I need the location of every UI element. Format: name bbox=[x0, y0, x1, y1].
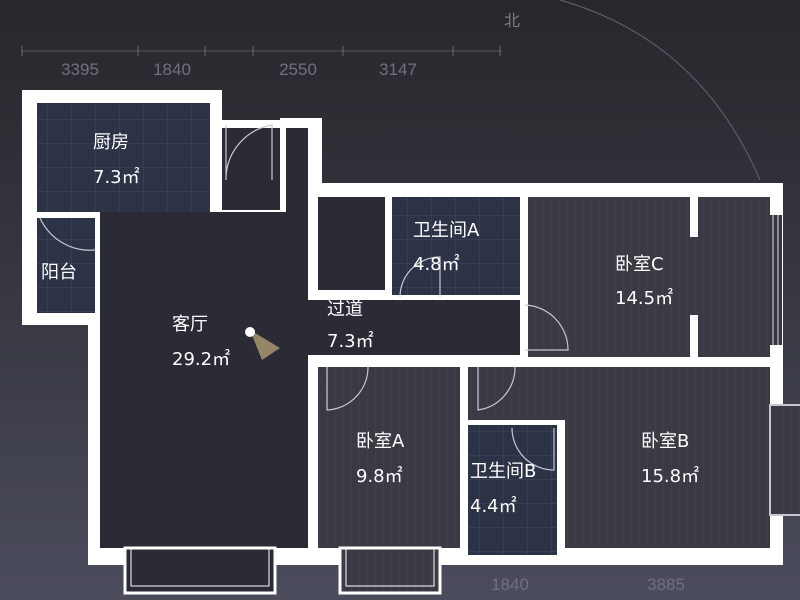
top-dimension-line bbox=[21, 46, 502, 56]
window-bedroom-c bbox=[770, 215, 782, 345]
bath-b-area: 4.4㎡ bbox=[470, 495, 517, 517]
room-living bbox=[100, 212, 308, 548]
room-kitchen bbox=[37, 103, 210, 212]
room-bath-a bbox=[392, 197, 520, 295]
bedroom-b-area: 15.8㎡ bbox=[641, 465, 699, 487]
bath-a-name: 卫生间A bbox=[413, 220, 480, 241]
bedroom-a-name: 卧室A bbox=[356, 431, 405, 452]
living-name: 客厅 bbox=[172, 314, 208, 335]
bedroom-c-name: 卧室C bbox=[615, 254, 664, 275]
viewpoint-icon bbox=[245, 327, 280, 360]
dimension-bottom-1: 1840 bbox=[491, 575, 529, 594]
bottom-balcony-right bbox=[338, 546, 442, 595]
room-balcony bbox=[37, 218, 95, 313]
room-bath-b bbox=[468, 425, 557, 555]
dimension-top-1: 3395 bbox=[61, 60, 99, 79]
room-storage bbox=[318, 197, 385, 290]
bedroom-c-area: 14.5㎡ bbox=[615, 287, 673, 309]
entry-door-area bbox=[222, 128, 280, 210]
kitchen-area: 7.3㎡ bbox=[93, 166, 140, 188]
room-corridor bbox=[308, 300, 520, 355]
dimension-top-4: 3147 bbox=[379, 60, 417, 79]
room-bedroom-a bbox=[318, 367, 460, 548]
dimension-top-2: 1840 bbox=[153, 60, 191, 79]
living-area: 29.2㎡ bbox=[172, 348, 230, 370]
bay-window-right bbox=[769, 404, 800, 516]
kitchen-name: 厨房 bbox=[93, 132, 129, 153]
bottom-balcony-left bbox=[123, 546, 277, 595]
corridor-area: 7.3㎡ bbox=[327, 330, 374, 352]
compass-arc bbox=[559, 0, 761, 181]
room-bedroom-c bbox=[528, 197, 770, 357]
north-label: 北 bbox=[504, 12, 520, 30]
dimension-top-3: 2550 bbox=[279, 60, 317, 79]
room-bedroom-b bbox=[565, 367, 770, 548]
corridor-name: 过道 bbox=[327, 299, 363, 320]
bedroom-b-name: 卧室B bbox=[641, 431, 689, 452]
doors bbox=[39, 124, 569, 471]
bath-a-area: 4.8㎡ bbox=[413, 253, 460, 275]
dimension-bottom-2: 3885 bbox=[647, 575, 685, 594]
living-extension bbox=[286, 128, 308, 218]
bath-b-name: 卫生间B bbox=[470, 461, 536, 482]
balcony-name: 阳台 bbox=[41, 262, 77, 283]
bedroom-a-area: 9.8㎡ bbox=[356, 465, 403, 487]
